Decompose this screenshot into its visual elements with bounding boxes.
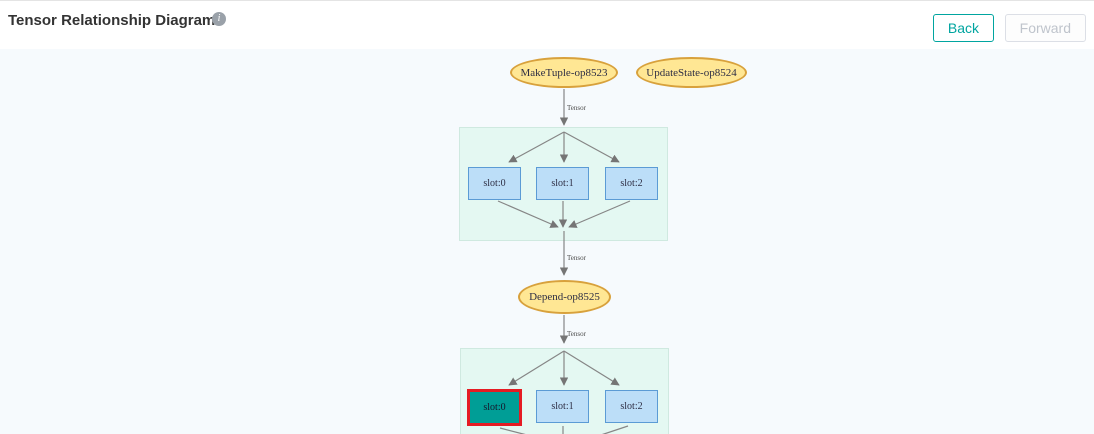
info-icon[interactable]: i bbox=[212, 12, 226, 26]
header-bar: Tensor Relationship Diagram i Back Forwa… bbox=[0, 1, 1094, 49]
node-maketuple-op8523[interactable]: MakeTuple-op8523 bbox=[510, 57, 618, 88]
slot-node[interactable]: slot:1 bbox=[536, 167, 589, 200]
slot-node-selected[interactable]: slot:0 bbox=[467, 389, 522, 426]
edge-label-tensor: Tensor bbox=[567, 104, 587, 112]
node-depend-op8525[interactable]: Depend-op8525 bbox=[518, 280, 611, 314]
page-title: Tensor Relationship Diagram bbox=[8, 12, 216, 29]
slot-node[interactable]: slot:2 bbox=[605, 390, 658, 423]
edge-label-tensor: Tensor bbox=[567, 330, 587, 338]
forward-button[interactable]: Forward bbox=[1004, 14, 1086, 42]
node-updatestate-op8524[interactable]: UpdateState-op8524 bbox=[636, 57, 747, 88]
slot-node[interactable]: slot:2 bbox=[605, 167, 658, 200]
slot-node[interactable]: slot:1 bbox=[536, 390, 589, 423]
edge-label-tensor: Tensor bbox=[567, 254, 587, 262]
back-button[interactable]: Back bbox=[932, 14, 994, 42]
slot-node[interactable]: slot:0 bbox=[468, 167, 521, 200]
